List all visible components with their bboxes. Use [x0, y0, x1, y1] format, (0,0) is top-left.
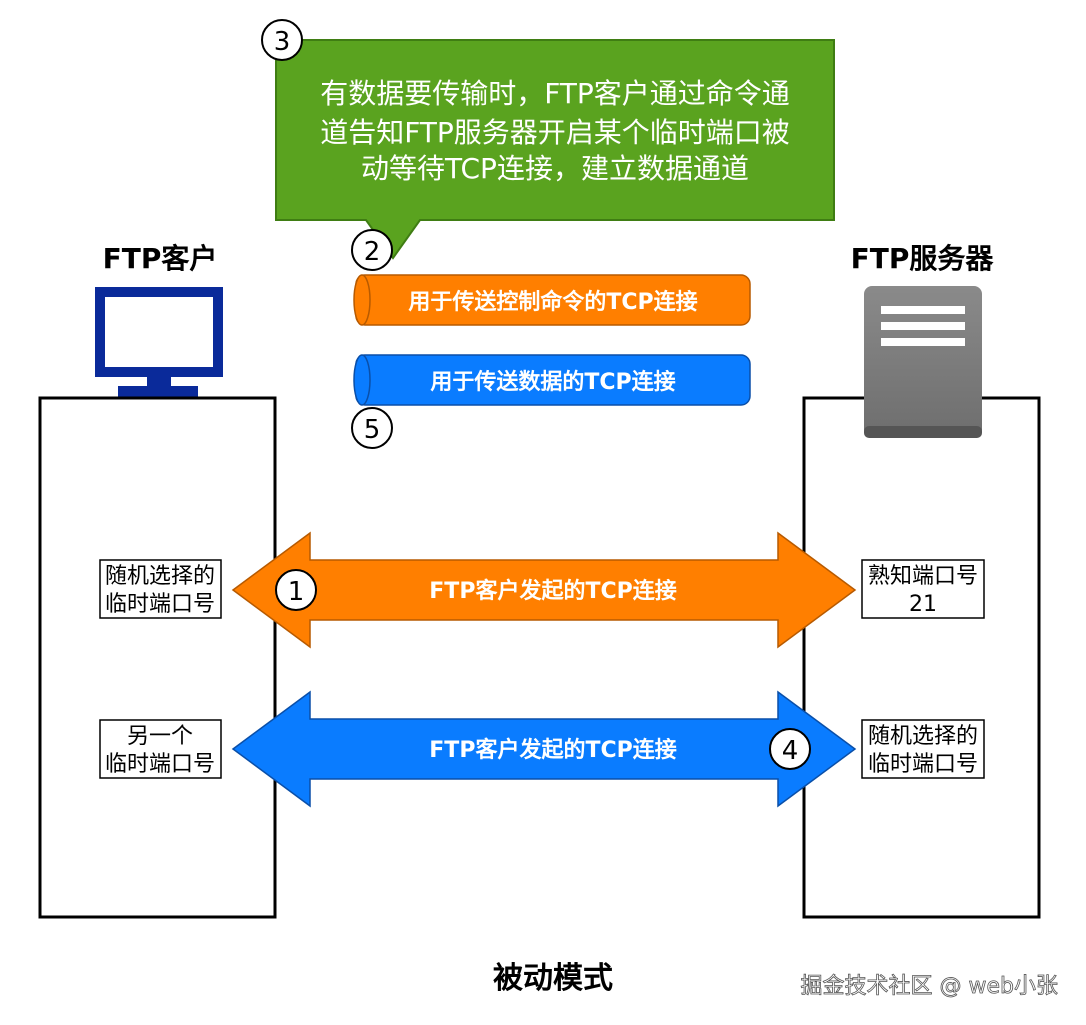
callout-line2: 道告知FTP服务器开启某个临时端口被 — [320, 116, 790, 149]
diagram-caption: 被动模式 — [493, 961, 613, 996]
data-connection-arrow: FTP客户发起的TCP连接 — [231, 690, 857, 808]
callout-line1: 有数据要传输时，FTP客户通过命令通 — [320, 77, 790, 110]
server-known-port-line1: 熟知端口号 — [868, 564, 978, 589]
svg-text:4: 4 — [782, 736, 799, 766]
client-random-port-line2: 临时端口号 — [105, 592, 215, 617]
watermark: 掘金技术社区 @ web小张 — [801, 974, 1058, 999]
data-pipe-label: 用于传送数据的TCP连接 — [430, 369, 675, 395]
callout-bubble: 有数据要传输时，FTP客户通过命令通 道告知FTP服务器开启某个临时端口被 动等… — [275, 39, 835, 260]
step-3-badge: 3 — [261, 19, 303, 61]
svg-text:1: 1 — [288, 577, 305, 607]
server-random-port-label: 随机选择的 临时端口号 — [861, 719, 985, 779]
control-pipe-label: 用于传送控制命令的TCP连接 — [408, 289, 697, 315]
data-pipe: 用于传送数据的TCP连接 — [353, 354, 751, 406]
data-connection-label: FTP客户发起的TCP连接 — [429, 737, 676, 763]
client-host-box — [38, 396, 277, 919]
step-4-badge: 4 — [769, 728, 811, 770]
client-random-port-label: 随机选择的 临时端口号 — [99, 559, 222, 619]
step-2-badge: 2 — [351, 229, 393, 271]
client-other-port-line1: 另一个 — [127, 724, 193, 749]
monitor-icon — [95, 287, 223, 398]
step-5-badge: 5 — [351, 407, 393, 449]
svg-text:3: 3 — [274, 27, 291, 57]
svg-text:2: 2 — [364, 237, 381, 267]
server-icon — [864, 286, 982, 438]
control-connection-arrow: FTP客户发起的TCP连接 — [231, 531, 857, 649]
server-host-box — [802, 396, 1041, 919]
svg-text:5: 5 — [364, 415, 381, 445]
client-other-port-line2: 临时端口号 — [105, 752, 215, 777]
server-random-port-line2: 临时端口号 — [868, 752, 978, 777]
server-random-port-line1: 随机选择的 — [868, 724, 978, 749]
client-other-port-label: 另一个 临时端口号 — [99, 719, 222, 779]
client-title: FTP客户 — [103, 242, 218, 275]
step-1-badge: 1 — [275, 569, 317, 611]
server-title: FTP服务器 — [851, 242, 995, 275]
client-random-port-line1: 随机选择的 — [105, 564, 215, 589]
control-pipe: 用于传送控制命令的TCP连接 — [353, 274, 751, 326]
callout-line3: 动等待TCP连接，建立数据通道 — [361, 152, 749, 185]
server-known-port-label: 熟知端口号 21 — [861, 559, 985, 619]
server-known-port-line2: 21 — [909, 592, 937, 617]
control-connection-label: FTP客户发起的TCP连接 — [429, 578, 676, 604]
